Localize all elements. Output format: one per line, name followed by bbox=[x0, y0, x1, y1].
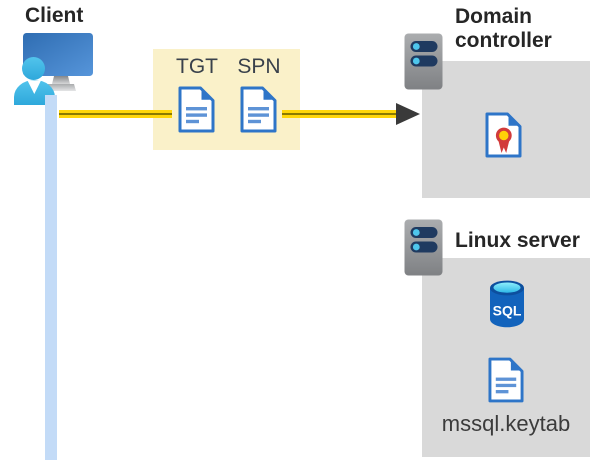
tgt-document-icon bbox=[178, 86, 215, 133]
monitor-stand-neck bbox=[52, 76, 70, 84]
ticket-callout-box: TGT SPN bbox=[153, 49, 300, 150]
tgt-label: TGT bbox=[176, 55, 218, 78]
person-collar bbox=[27, 80, 41, 94]
sql-database-icon: SQL bbox=[490, 280, 524, 328]
auth-flow-line-right bbox=[282, 110, 397, 118]
auth-flow-arrowhead-icon bbox=[396, 103, 420, 125]
keytab-filename: mssql.keytab bbox=[441, 411, 571, 436]
certificate-icon bbox=[485, 112, 522, 158]
client-workstation-icon bbox=[14, 33, 93, 105]
spn-document-icon bbox=[240, 86, 277, 133]
client-label: Client bbox=[25, 4, 84, 27]
auth-flow-line-left bbox=[59, 110, 172, 118]
monitor-stand-base bbox=[46, 84, 76, 91]
domain-controller-title: Domain controller bbox=[455, 5, 552, 52]
keytab-document-icon bbox=[488, 357, 524, 403]
spn-label: SPN bbox=[237, 55, 281, 78]
sql-badge-text: SQL bbox=[493, 303, 522, 319]
domain-controller-server-icon bbox=[404, 33, 443, 90]
client-connection-line bbox=[45, 95, 57, 460]
linux-server-title: Linux server bbox=[455, 229, 580, 252]
linux-server-icon bbox=[404, 219, 443, 276]
person-head bbox=[22, 57, 45, 80]
